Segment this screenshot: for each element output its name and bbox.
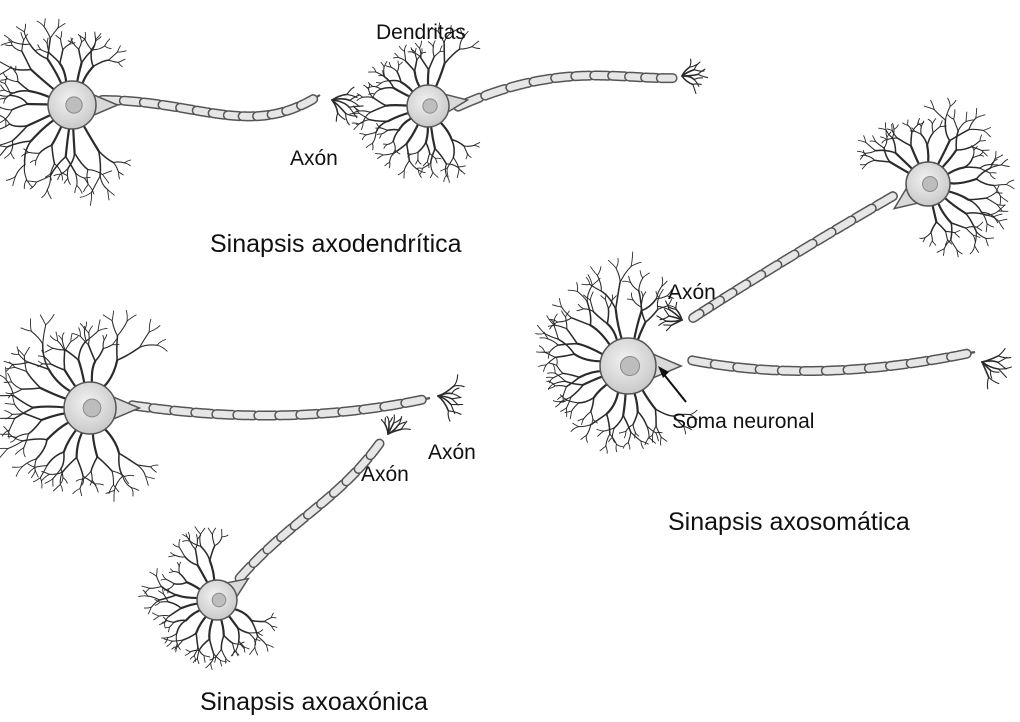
axon-terminal-panel3-lower (982, 349, 1011, 389)
label-dendritas: Dendritas (376, 22, 466, 43)
label-axon-bottom-b: Axón (361, 464, 409, 485)
caption-axoaxonica: Sinapsis axoaxónica (200, 690, 428, 715)
axon-panel2-bottom (238, 440, 382, 580)
label-axon-top: Axón (290, 148, 338, 169)
axon-panel3-upper (690, 195, 895, 320)
neuron-panel1-right (350, 23, 480, 182)
axon-terminal-panel1-right (682, 59, 708, 93)
axon-layer (100, 76, 975, 581)
soma-arrow (658, 366, 686, 402)
neuron-panel1-left (0, 19, 131, 206)
caption-axosomatica: Sinapsis axosomática (668, 510, 910, 535)
axon-panel1-left (100, 95, 320, 116)
label-axon-right: Axón (668, 282, 716, 303)
caption-axodendritica: Sinapsis axodendrítica (210, 232, 462, 257)
neuron-panel2-bottom (139, 527, 277, 670)
axon-terminal-panel2-top (438, 375, 464, 421)
axon-panel1-right (455, 76, 676, 109)
axon-panel2-top (130, 398, 430, 416)
annotation-layer (658, 366, 686, 402)
axon-panel3-lower (690, 352, 975, 371)
neuron-panel3-upper (857, 98, 1014, 257)
label-axon-bottom-a: Axón (428, 442, 476, 463)
neuron-layer (0, 19, 1014, 670)
axon-terminal-panel1-left (332, 87, 363, 125)
axon-terminal-panel2-bottom (381, 415, 410, 434)
label-soma-neuronal: Soma neuronal (672, 411, 814, 432)
